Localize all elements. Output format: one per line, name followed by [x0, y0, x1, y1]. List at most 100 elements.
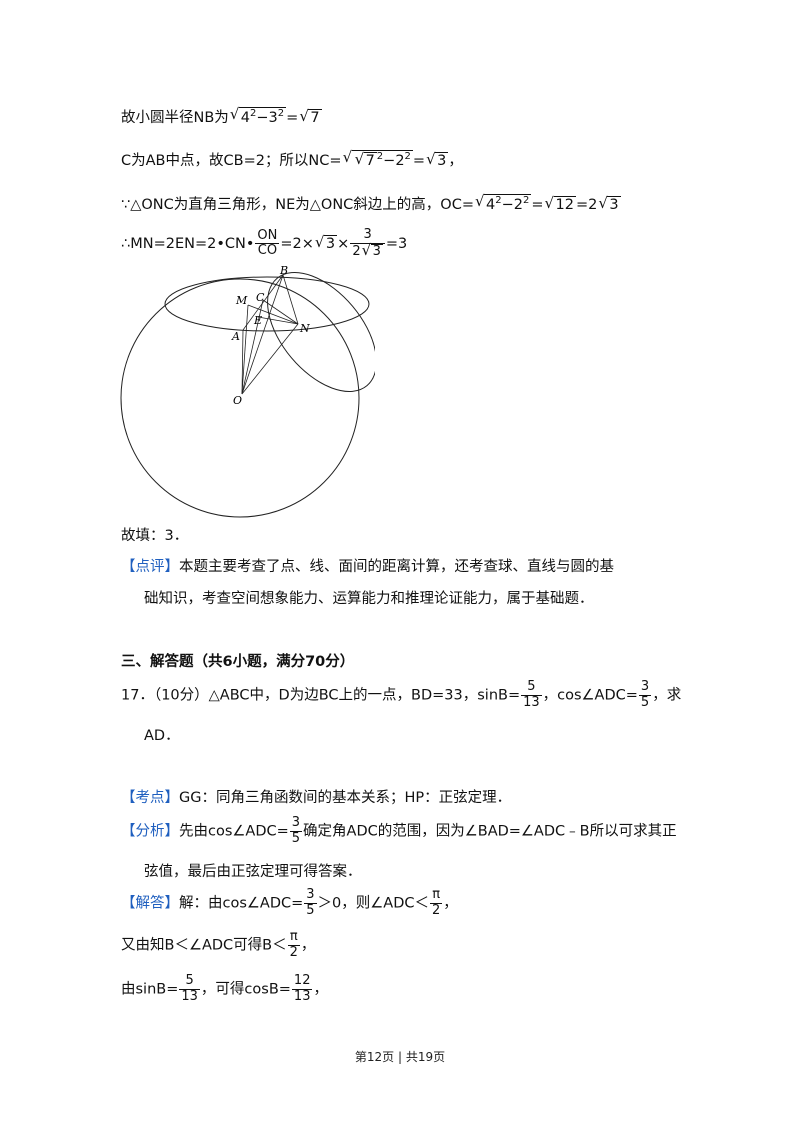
exponent: 2	[495, 195, 502, 207]
sqrt: 7	[299, 107, 322, 126]
text: 又由知B＜∠ADC可得B＜	[121, 937, 287, 954]
text: =3	[385, 235, 408, 252]
label-c: C	[256, 291, 265, 304]
text: =	[286, 110, 299, 126]
text: ∴MN=2EN=2•CN•	[121, 235, 255, 252]
text: ，求	[652, 687, 682, 704]
comment-line-1: 【点评】本题主要考查了点、线、面间的距离计算，还考查球、直线与圆的基	[121, 555, 614, 576]
line-o-a	[241, 329, 244, 395]
text: 2	[352, 243, 361, 259]
jieda-tag: 【解答】	[121, 895, 179, 912]
text: 解：由cos∠ADC=	[179, 895, 304, 912]
kaodian-text: GG：同角三角函数间的基本关系；HP：正弦定理．	[179, 790, 512, 806]
line-nc: C为AB中点，故CB=2；所以NC=72−22=3，	[121, 148, 463, 170]
line-o-n	[241, 323, 299, 395]
text: 确定角ADC的范围，因为∠BAD=∠ADC﹣B所以可求其正	[303, 823, 677, 840]
sphere-figure: B M C E N A O	[120, 264, 375, 518]
text: 先由cos∠ADC=	[179, 823, 289, 840]
small-circle-top	[164, 276, 370, 332]
text: ∵△ONC为直角三角形，NE为△ONC斜边上的高，OC=	[121, 197, 474, 213]
answer-fill: 故填：3．	[121, 528, 189, 544]
text: ，可得cosB=	[200, 981, 291, 998]
sqrt: 42−32	[230, 105, 287, 126]
text: 故小圆半径NB为	[121, 110, 229, 126]
page-footer: 第12页 | 共19页	[354, 1050, 446, 1064]
label-o: O	[233, 394, 242, 407]
sqrt: 7	[355, 150, 377, 169]
line-a-b	[242, 274, 284, 331]
line-o-c	[241, 299, 264, 395]
exponent: 2	[522, 195, 530, 207]
line-small-circle-radius: 故小圆半径NB为42−32=7	[121, 105, 322, 127]
text: =	[531, 197, 544, 213]
text: ，	[448, 153, 463, 169]
fenxi-tag: 【分析】	[121, 823, 179, 840]
exponent: 2	[250, 108, 257, 120]
exponent: 2	[404, 151, 411, 163]
text: −2	[501, 197, 523, 213]
line-e-n	[257, 316, 299, 325]
label-e: E	[253, 314, 262, 327]
sqrt: 72−22	[343, 148, 413, 169]
sqrt: 3	[426, 150, 449, 169]
sqrt: 3	[362, 242, 383, 260]
exponent: 2	[376, 151, 384, 163]
comment-line-2: 础知识，考查空间想象能力、运算能力和推理论证能力，属于基础题．	[144, 591, 594, 607]
text: −3	[256, 110, 278, 126]
kaodian-tag: 【考点】	[121, 790, 179, 806]
text: ，	[443, 895, 458, 912]
section-title: 三、解答题（共6小题，满分70分）	[121, 654, 355, 670]
text: =2×	[280, 235, 314, 252]
text: −2	[383, 153, 405, 169]
text: ，	[313, 981, 328, 998]
text: ，	[300, 937, 316, 954]
text: 4	[486, 197, 496, 213]
text: ＞0，则∠ADC＜	[317, 895, 429, 912]
line-oc: ∵△ONC为直角三角形，NE为△ONC斜边上的高，OC=42−22=12=23	[121, 192, 621, 214]
comment-text: 本题主要考查了点、线、面间的距离计算，还考查球、直线与圆的基	[179, 559, 614, 575]
sqrt: 3	[315, 233, 338, 252]
text: ×	[337, 235, 350, 252]
line-o-m	[241, 304, 249, 395]
text: 4	[240, 110, 251, 126]
question-17-line-2: AD．	[144, 728, 180, 744]
sqrt: 12	[545, 194, 576, 213]
kaodian-line: 【考点】GG：同角三角函数间的基本关系；HP：正弦定理．	[121, 786, 511, 807]
text: 由sinB=	[121, 981, 179, 998]
fraction: 323	[350, 227, 385, 260]
text: C为AB中点，故CB=2；所以NC=	[121, 153, 342, 169]
label-n: N	[299, 322, 310, 335]
comment-tag: 【点评】	[121, 559, 179, 575]
text: 17．（10分）△ABC中，D为边BC上的一点，BD=33，sinB=	[121, 687, 521, 704]
label-m: M	[235, 294, 248, 307]
exponent: 2	[277, 108, 285, 120]
line-m-n	[247, 304, 299, 325]
line-c-n	[262, 299, 299, 325]
sqrt: 3	[598, 194, 621, 213]
text: =	[412, 153, 426, 169]
label-b: B	[279, 264, 288, 277]
text: ，cos∠ADC=	[542, 687, 638, 704]
sqrt: 42−22	[475, 192, 532, 213]
line-b-n	[282, 274, 299, 325]
line-o-b	[241, 274, 284, 395]
big-sphere-circle	[120, 278, 360, 518]
small-circle-tilted	[267, 272, 375, 392]
fenxi-line-2: 弦值，最后由正弦定理可得答案．	[144, 864, 362, 880]
text: =2	[575, 197, 598, 213]
